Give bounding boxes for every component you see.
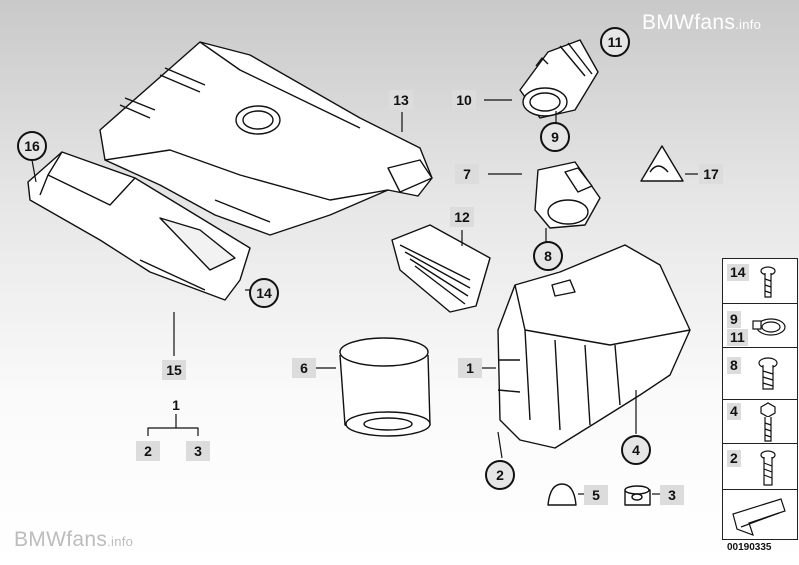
circle-label-14: 14: [249, 278, 279, 308]
brand-watermark-bottom: BMWfans.info: [14, 528, 134, 551]
diagram-id: 00190335: [727, 542, 772, 553]
hardware-label-11: 11: [727, 329, 748, 346]
intake-duct-part: [27, 151, 251, 301]
assembly-label-3: 3: [186, 441, 210, 461]
air-mass-meter-part: [534, 161, 601, 229]
rubber-cap-part: [547, 483, 577, 506]
grommet-part: [624, 485, 651, 506]
hardware-icons: [732, 266, 786, 537]
hardware-panel: 14 9 11 8 4 2: [722, 258, 798, 540]
circle-label-11: 11: [600, 27, 630, 57]
assembly-label-2: 2: [136, 441, 160, 461]
circle-label-2: 2: [485, 460, 515, 490]
air-filter-housing-part: [497, 244, 691, 449]
rubber-bellow-part: [391, 224, 491, 313]
circle-label-16: 16: [17, 131, 47, 161]
hardware-label-14: 14: [727, 264, 749, 281]
hardware-label-8: 8: [727, 357, 741, 374]
hardware-label-4: 4: [727, 403, 741, 420]
brand-watermark-top: BMWfans.info: [642, 11, 762, 34]
part-label-12: 12: [450, 207, 474, 227]
part-label-6: 6: [292, 358, 316, 378]
hardware-label-9: 9: [727, 311, 741, 328]
assembly-label-1: 1: [172, 397, 180, 413]
arrow-icon: [732, 498, 786, 537]
screw-icon: [760, 266, 776, 298]
part-label-15: 15: [162, 360, 186, 380]
circle-label-9: 9: [540, 122, 570, 152]
part-label-13: 13: [389, 90, 413, 110]
hose-clamp-icon: [752, 318, 786, 336]
part-label-10: 10: [452, 90, 476, 110]
hardware-label-2: 2: [727, 450, 741, 467]
circle-label-4: 4: [621, 435, 651, 465]
flange-screw-icon: [758, 357, 778, 390]
part-label-17: 17: [699, 164, 723, 184]
intake-cover-part: [99, 41, 433, 236]
circle-label-8: 8: [533, 241, 563, 271]
part-label-7: 7: [455, 164, 479, 184]
hex-bolt-icon: [760, 402, 776, 442]
part-label-5: 5: [584, 485, 608, 505]
torx-screw-icon: [760, 450, 776, 486]
part-label-3: 3: [660, 485, 684, 505]
rubber-boot-part: [519, 39, 599, 119]
warning-label-part: [640, 145, 684, 182]
air-filter-element-part: [339, 337, 431, 437]
leader-lines: [31, 99, 698, 495]
part-label-1: 1: [458, 358, 482, 378]
